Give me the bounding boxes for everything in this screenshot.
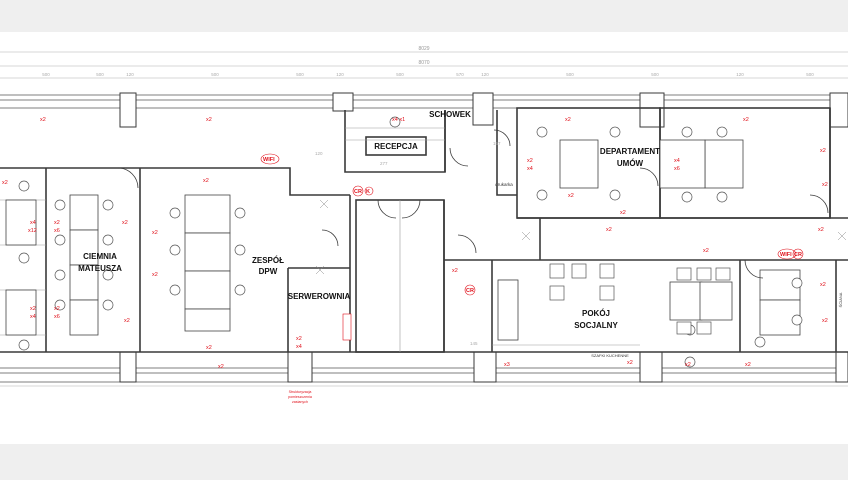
mark-x2: x2	[606, 227, 612, 233]
mark-x2: x2	[40, 117, 46, 123]
mark-x2: x2	[627, 360, 633, 366]
mark-x4: x4	[674, 158, 680, 164]
dim-seg: 500	[396, 72, 404, 77]
room-label-mateusza: MATEUSZA	[78, 264, 122, 273]
mark-cr: CR	[466, 288, 474, 294]
room-label-zespol: ZESPÓŁ	[252, 256, 284, 265]
dim-seg: 570	[456, 72, 464, 77]
label-szafki: SZAFKI KUCHENNE	[591, 353, 629, 358]
room-label-recepcja: RECEPCJA	[374, 142, 418, 151]
room-label-pokoj: POKÓJ	[582, 309, 610, 318]
mark-x2: x2	[124, 318, 130, 324]
mark-x4x1: x4 x1	[392, 117, 405, 123]
mark-x4: x4	[30, 220, 36, 226]
mark-x6: x6	[54, 228, 60, 234]
room-label-serwerownia: SERWEROWNIA	[288, 292, 351, 301]
mark-x2: x2	[218, 364, 224, 370]
mark-x2: x2	[152, 272, 158, 278]
dim-total-2: 8070	[418, 60, 429, 66]
dim-room: 277	[380, 161, 388, 166]
rozdzielnia-line: Strukturyzacja	[289, 390, 312, 394]
dim-seg: 120	[336, 72, 344, 77]
dim-total-1: 8029	[418, 46, 429, 52]
mark-cr: CR	[794, 252, 802, 258]
mark-x2: x2	[743, 117, 749, 123]
dimension-lines	[0, 51, 848, 387]
dim-seg: 500	[96, 72, 104, 77]
mark-x2: x2	[452, 268, 458, 274]
mark-x2: x2	[568, 193, 574, 199]
mark-x2: x2	[206, 117, 212, 123]
mark-x2: x2	[54, 306, 60, 312]
mark-x2: x2	[745, 362, 751, 368]
mark-x2: x2	[30, 306, 36, 312]
room-label-ciemnia: CIEMNIA	[83, 252, 117, 261]
room-label-socjalny: SOCJALNY	[574, 321, 618, 330]
doors	[117, 129, 829, 279]
mark-cr: CR	[354, 189, 362, 195]
mark-x2: x2	[203, 178, 209, 184]
mark-k: K	[366, 189, 370, 195]
label-drukarka: drukarka	[495, 182, 513, 187]
annotation-rings	[260, 153, 804, 296]
dim-room: 157	[493, 141, 501, 146]
rozdzielnia-line: zasianych	[292, 400, 308, 404]
label-sciana: ŚCIANA	[838, 292, 843, 307]
shaft-marks	[315, 199, 847, 275]
mark-x2: x2	[296, 336, 302, 342]
desks	[5, 139, 801, 341]
mark-x2: x2	[822, 318, 828, 324]
dim-seg: 500	[806, 72, 814, 77]
room-label-schowek: SCHOWEK	[429, 110, 471, 119]
mark-x2: x2	[818, 227, 824, 233]
mark-x6: x6	[54, 314, 60, 320]
dim-room: 145	[470, 341, 478, 346]
room-label-departament: DEPARTAMENT	[600, 147, 660, 156]
label-rozdzielnia: Strukturyzacja pomieszczenia zasianych	[288, 390, 312, 404]
dim-seg: 500	[651, 72, 659, 77]
mark-x2: x2	[820, 282, 826, 288]
mark-x2: x2	[820, 148, 826, 154]
dim-seg: 120	[736, 72, 744, 77]
mark-x6: x6	[674, 166, 680, 172]
mark-x12: x12	[28, 228, 37, 234]
chairs	[18, 116, 803, 368]
annotations: x2 x2 x4 x1 x2 x2 x2 x2 x2 x4 x4 x6 x2 x…	[2, 117, 828, 370]
room-label-umow: UMÓW	[617, 159, 644, 168]
mark-x2: x2	[206, 345, 212, 351]
mark-x2: x2	[122, 220, 128, 226]
rozdzielnia-box	[342, 313, 352, 341]
mark-x2: x2	[2, 180, 8, 186]
mark-x4: x4	[527, 166, 533, 172]
room-label-dpw: DPW	[259, 267, 278, 276]
dim-seg: 500	[42, 72, 50, 77]
mark-x2: x2	[685, 362, 691, 368]
mark-x2: x2	[620, 210, 626, 216]
mark-x4: x4	[296, 344, 302, 350]
mark-x2: x2	[152, 230, 158, 236]
dim-segments: 500 500 120 500 500 120 500 570 120 500 …	[42, 72, 814, 77]
mark-wifi: WIFI	[263, 157, 275, 163]
mark-x4: x4	[30, 314, 36, 320]
dim-seg: 500	[211, 72, 219, 77]
thin-lines	[0, 127, 640, 352]
lounge-seats	[549, 263, 731, 335]
mark-x2: x2	[703, 248, 709, 254]
window-band-bottom	[0, 367, 848, 383]
dim-seg: 120	[481, 72, 489, 77]
mark-x2: x2	[822, 182, 828, 188]
mark-x2: x2	[527, 158, 533, 164]
rozdzielnia-line: pomieszczenia	[288, 395, 312, 399]
dim-seg: 500	[296, 72, 304, 77]
dim-seg: 500	[566, 72, 574, 77]
mark-x2: x2	[54, 220, 60, 226]
sheet-background	[0, 32, 848, 444]
mark-wifi: WIFI	[780, 252, 792, 258]
dim-room: 120	[315, 151, 323, 156]
mark-x3: x3	[504, 362, 510, 368]
dim-seg: 120	[126, 72, 134, 77]
room-labels: SCHOWEK RECEPCJA DEPARTAMENT UMÓW CIEMNI…	[78, 110, 660, 330]
mark-x2: x2	[565, 117, 571, 123]
